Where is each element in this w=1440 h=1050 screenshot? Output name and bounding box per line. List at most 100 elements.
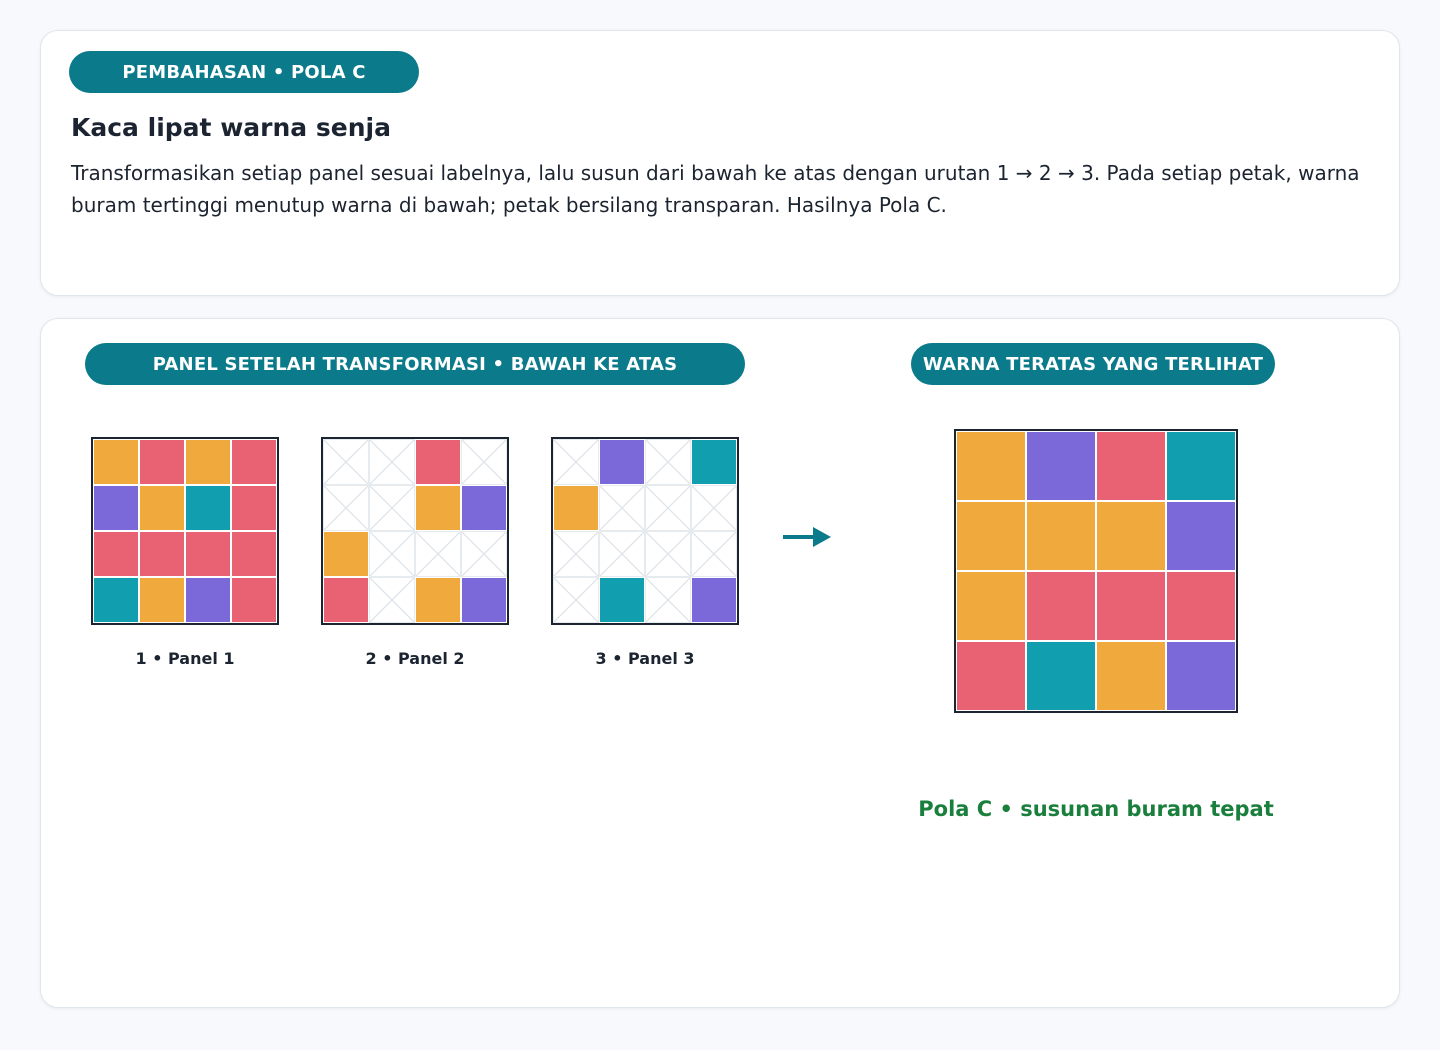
color-cell: [139, 485, 185, 531]
result-cell: [1096, 501, 1166, 571]
transparent-cell: [645, 485, 691, 531]
transparent-cell: [645, 439, 691, 485]
cross-icon: [462, 440, 506, 484]
result-cell: [1096, 641, 1166, 711]
cross-icon: [600, 486, 644, 530]
instruction-text: Transformasikan setiap panel sesuai labe…: [71, 161, 1360, 217]
result-cell: [1166, 571, 1236, 641]
color-cell: [185, 577, 231, 623]
color-cell: [553, 485, 599, 531]
result-cell: [1026, 431, 1096, 501]
result-cell: [1166, 641, 1236, 711]
panel-3-grid: [551, 437, 739, 625]
result-cell: [956, 501, 1026, 571]
color-cell: [93, 531, 139, 577]
result-cell: [956, 431, 1026, 501]
cross-icon: [462, 532, 506, 576]
transparent-cell: [599, 531, 645, 577]
cross-icon: [370, 440, 414, 484]
page-title: Kaca lipat warna senja: [71, 113, 391, 142]
panel-2-label: 2 • Panel 2: [365, 649, 465, 668]
result-cell: [1166, 431, 1236, 501]
color-cell: [93, 439, 139, 485]
panel-1-label: 1 • Panel 1: [135, 649, 235, 668]
transparent-cell: [369, 577, 415, 623]
transparent-cell: [553, 577, 599, 623]
transparent-cell: [461, 531, 507, 577]
transparent-cell: [645, 577, 691, 623]
transparent-cell: [553, 439, 599, 485]
result-cell: [1026, 571, 1096, 641]
transparent-cell: [691, 531, 737, 577]
cross-icon: [646, 440, 690, 484]
result-cell: [956, 571, 1026, 641]
transparent-cell: [323, 439, 369, 485]
cross-icon: [600, 532, 644, 576]
cross-icon: [692, 532, 736, 576]
color-cell: [139, 439, 185, 485]
cross-icon: [324, 486, 368, 530]
result-grid: [954, 429, 1238, 713]
transparent-cell: [461, 439, 507, 485]
color-cell: [93, 577, 139, 623]
color-cell: [231, 577, 277, 623]
solution-badge: PEMBAHASAN • POLA C: [69, 51, 419, 93]
transparent-cell: [645, 531, 691, 577]
cross-icon: [692, 486, 736, 530]
cross-icon: [324, 440, 368, 484]
transparent-cell: [553, 531, 599, 577]
result-cell: [1096, 431, 1166, 501]
color-cell: [415, 577, 461, 623]
transparent-cell: [323, 485, 369, 531]
color-cell: [185, 439, 231, 485]
cross-icon: [370, 532, 414, 576]
transparent-cell: [369, 531, 415, 577]
result-cell: [1026, 641, 1096, 711]
cross-icon: [646, 532, 690, 576]
cross-icon: [370, 486, 414, 530]
panel-1-grid: [91, 437, 279, 625]
result-cell: [1166, 501, 1236, 571]
color-cell: [93, 485, 139, 531]
color-cell: [231, 439, 277, 485]
cross-icon: [554, 578, 598, 622]
color-cell: [415, 485, 461, 531]
color-cell: [139, 577, 185, 623]
panels-section-badge: PANEL SETELAH TRANSFORMASI • BAWAH KE AT…: [85, 343, 745, 385]
transparent-cell: [691, 485, 737, 531]
result-caption: Pola C • susunan buram tepat: [918, 797, 1274, 821]
color-cell: [691, 439, 737, 485]
cross-icon: [554, 532, 598, 576]
cross-icon: [416, 532, 460, 576]
cross-icon: [554, 440, 598, 484]
color-cell: [461, 485, 507, 531]
color-cell: [599, 439, 645, 485]
color-cell: [599, 577, 645, 623]
panel-3-label: 3 • Panel 3: [595, 649, 695, 668]
color-cell: [415, 439, 461, 485]
color-cell: [139, 531, 185, 577]
panel-2-grid: [321, 437, 509, 625]
result-section-badge: WARNA TERATAS YANG TERLIHAT: [911, 343, 1275, 385]
result-cell: [956, 641, 1026, 711]
result-cell: [1096, 571, 1166, 641]
color-cell: [323, 531, 369, 577]
instruction-card: PEMBAHASAN • POLA C Kaca lipat warna sen…: [40, 30, 1400, 296]
color-cell: [461, 577, 507, 623]
cross-icon: [646, 578, 690, 622]
cross-icon: [646, 486, 690, 530]
color-cell: [231, 531, 277, 577]
transparent-cell: [369, 439, 415, 485]
color-cell: [231, 485, 277, 531]
transparent-cell: [369, 485, 415, 531]
result-cell: [1026, 501, 1096, 571]
solution-card: PANEL SETELAH TRANSFORMASI • BAWAH KE AT…: [40, 318, 1400, 1008]
color-cell: [185, 485, 231, 531]
color-cell: [185, 531, 231, 577]
transparent-cell: [415, 531, 461, 577]
arrow-right-icon: [783, 527, 831, 547]
color-cell: [691, 577, 737, 623]
cross-icon: [370, 578, 414, 622]
color-cell: [323, 577, 369, 623]
transparent-cell: [599, 485, 645, 531]
